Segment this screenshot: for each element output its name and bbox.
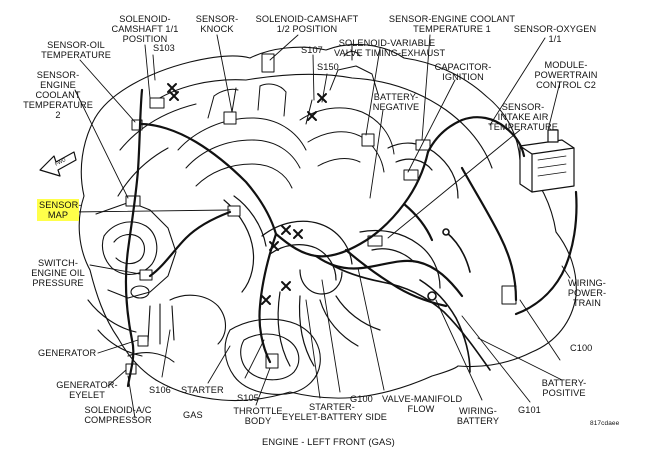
label-g100: G100 bbox=[350, 394, 373, 404]
connector-cam-11 bbox=[149, 97, 165, 109]
connector-knock bbox=[223, 111, 237, 125]
label-solenoid-camshaft-11: SOLENOID- CAMSHAFT 1/1 POSITION bbox=[111, 14, 179, 44]
label-solenoid-camshaft-12: SOLENOID-CAMSHAFT 1/2 POSITION bbox=[255, 14, 359, 34]
pcm-module bbox=[519, 129, 575, 193]
label-switch-oil-pressure: SWITCH- ENGINE OIL PRESSURE bbox=[31, 258, 85, 288]
label-generator: GENERATOR bbox=[38, 348, 97, 358]
label-valve-manifold: VALVE-MANIFOLD FLOW bbox=[382, 394, 463, 414]
battery-cables bbox=[329, 228, 491, 373]
label-gas: GAS bbox=[183, 410, 203, 420]
label-sensor-oil-temp: SENSOR-OIL TEMPERATURE bbox=[41, 40, 111, 60]
label-wiring-battery: WIRING- BATTERY bbox=[456, 406, 500, 426]
label-sensor-map: SENSOR- MAP bbox=[37, 199, 82, 221]
intake-manifold bbox=[177, 43, 395, 189]
label-g101: G101 bbox=[518, 405, 541, 415]
label-s106: S106 bbox=[149, 385, 171, 395]
label-sensor-ect-1: SENSOR-ENGINE COOLANT TEMPERATURE 1 bbox=[388, 14, 516, 34]
label-s107: S107 bbox=[301, 45, 323, 55]
connector-iat bbox=[367, 235, 383, 247]
label-capacitor-ignition: CAPACITOR- IGNITION bbox=[434, 62, 492, 82]
label-solenoid-vvt: SOLENOID-VARIABLE VALVE TIMING-EXHAUST bbox=[334, 38, 446, 58]
label-sensor-iat: SENSOR- INTAKE AIR TEMPERATURE bbox=[488, 102, 558, 132]
label-solenoid-ac: SOLENOID-A/C COMPRESSOR bbox=[84, 405, 152, 425]
connector-cam-12 bbox=[261, 53, 275, 73]
leader-lines bbox=[69, 34, 571, 419]
label-battery-positive: BATTERY- POSITIVE bbox=[541, 378, 587, 398]
label-starter: STARTER bbox=[181, 385, 224, 395]
label-sensor-oxygen: SENSOR-OXYGEN 1/1 bbox=[513, 24, 597, 44]
starter-assembly bbox=[127, 285, 321, 395]
connector-vvt bbox=[361, 133, 375, 147]
label-s103: S103 bbox=[153, 43, 175, 53]
connector-ect-1 bbox=[415, 139, 431, 151]
engine-block-outline bbox=[78, 43, 577, 402]
connector-c100 bbox=[501, 285, 517, 305]
figure-code: 817cdaee bbox=[590, 420, 620, 427]
forward-arrow-icon: FWD bbox=[39, 151, 77, 177]
label-module-pcm: MODULE- POWERTRAIN CONTROL C2 bbox=[534, 60, 598, 90]
label-throttle-body: THROTTLE BODY bbox=[233, 406, 283, 426]
wiring-harness bbox=[124, 88, 578, 388]
label-c100: C100 bbox=[570, 343, 593, 353]
connector-generator bbox=[137, 335, 149, 347]
label-generator-eyelet: GENERATOR- EYELET bbox=[56, 380, 118, 400]
engine-hoses bbox=[223, 142, 459, 367]
label-s150: S150 bbox=[317, 62, 339, 72]
label-wiring-powertrain: WIRING- POWER- TRAIN bbox=[567, 278, 607, 308]
diagram-caption: ENGINE - LEFT FRONT (GAS) bbox=[262, 436, 395, 447]
label-sensor-ect-2: SENSOR- ENGINE COOLANT TEMPERATURE 2 bbox=[23, 70, 93, 120]
forward-arrow-text: FWD bbox=[54, 157, 67, 168]
connector-capacitor bbox=[403, 169, 419, 181]
splice-markers bbox=[167, 83, 327, 305]
label-s105: S105 bbox=[237, 393, 259, 403]
label-battery-negative: BATTERY- NEGATIVE bbox=[372, 92, 420, 112]
connector-map bbox=[227, 205, 241, 217]
label-sensor-knock: SENSOR- KNOCK bbox=[195, 14, 239, 34]
label-starter-eyelet: STARTER- EYELET-BATTERY SIDE bbox=[282, 402, 388, 422]
